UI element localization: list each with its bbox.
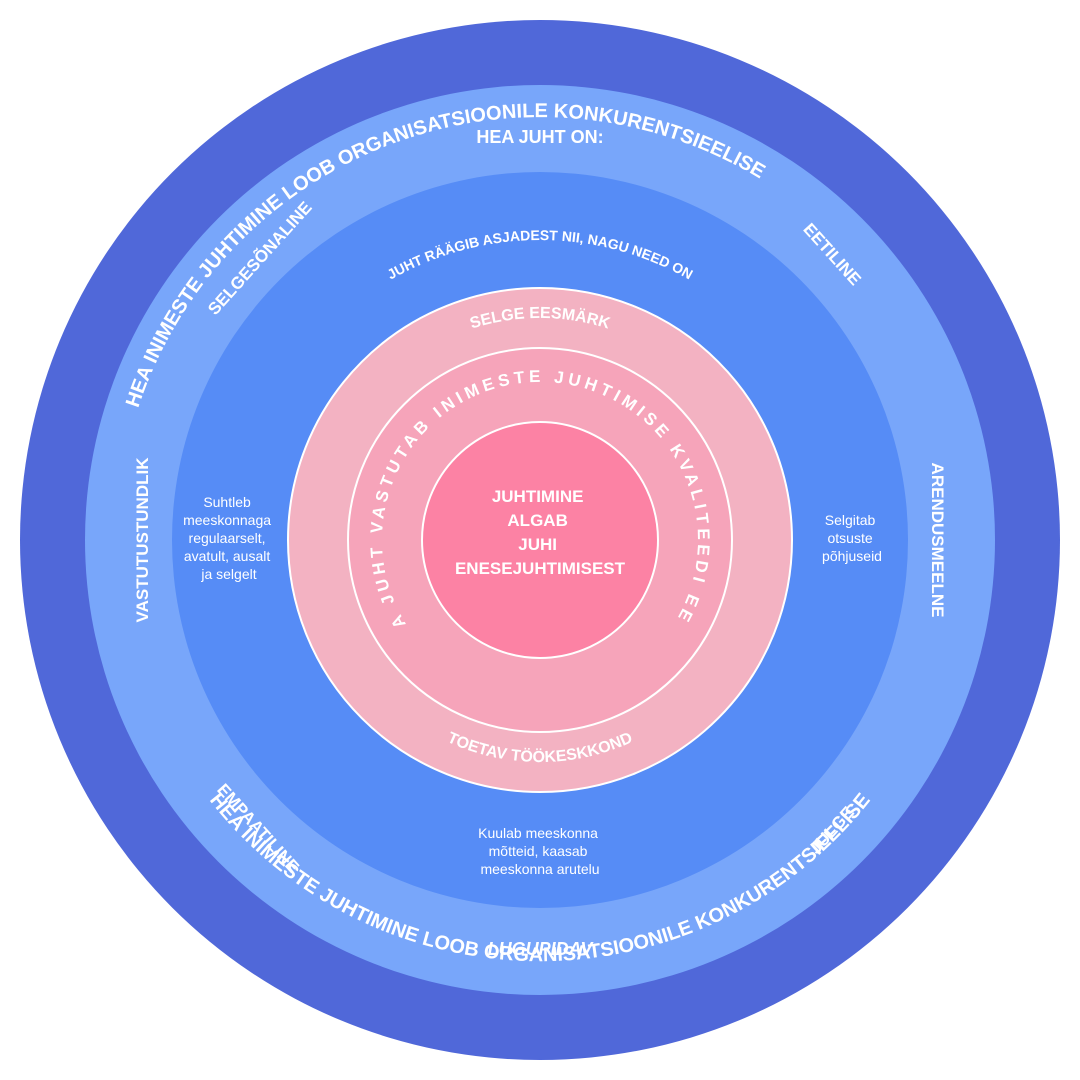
behaviour-bottom: Kuulab meeskonna mõtteid, kaasab meeskon… (478, 825, 602, 877)
qualities-heading: HEA JUHT ON: (476, 127, 603, 147)
quality-vastutustundlik: VASTUTUSTUNDLIK (133, 457, 152, 623)
quality-lugupidav: LUGUPIDAV (488, 939, 595, 959)
center-circle (421, 421, 659, 659)
center-text: JUHTIMINE ALGAB JUHI ENESEJUHTIMISEST (455, 487, 626, 578)
behaviour-right: Selgitab otsuste põhjuseid (822, 512, 882, 564)
quality-arendusmeelne: ARENDUSMEELNE (928, 463, 947, 618)
behaviour-left: Suhtleb meeskonnaga regulaarselt, avatul… (183, 494, 275, 582)
